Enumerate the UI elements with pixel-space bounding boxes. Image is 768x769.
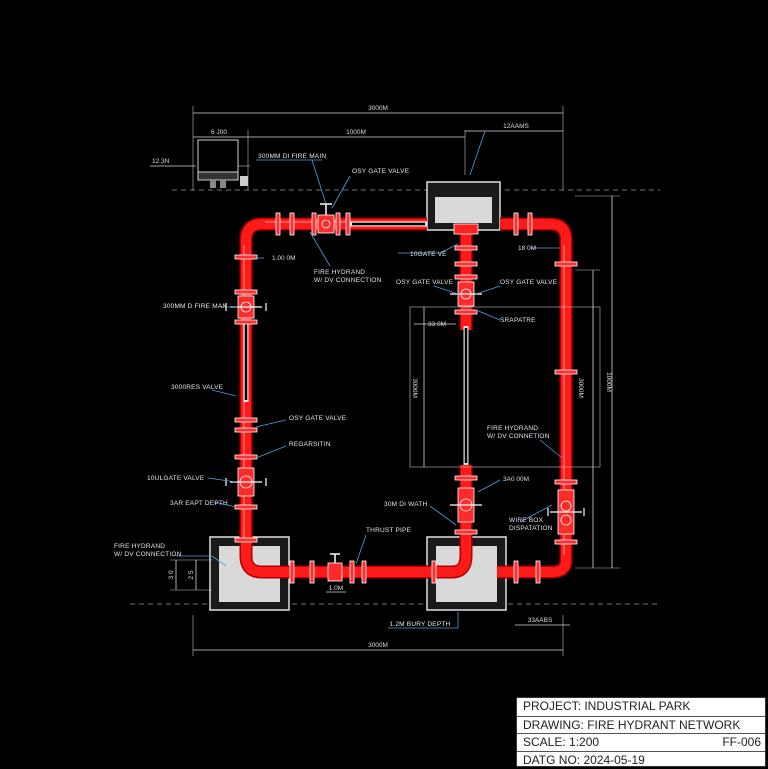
dim-vert-mid-label: 3000M (411, 378, 418, 398)
dim-18-label: 18 0M (518, 245, 536, 252)
gate-valve-low-label: 10ULGATE VALVE (147, 475, 205, 482)
dim-100-label: 1.00 0M (272, 255, 296, 262)
dim-ls2-label: 2 5 (188, 570, 195, 579)
hydrant-top-label-2: W/ DV CONNECTION (314, 277, 382, 284)
tee-valve-label: 3000RES VALVE (171, 384, 224, 391)
bury-depth-label: 1.2M BURY DEPTH (390, 621, 451, 628)
gate-valve-mid-label: OSY GATE VALVE (396, 279, 454, 286)
dimension-left-side: 12 3N (150, 158, 196, 167)
dim-33-label: 33 0M (428, 321, 446, 328)
title-block-scale-row: SCALE: 1:200 FF-006 (517, 733, 765, 751)
dimension-left-lower (170, 559, 212, 591)
title-block-scale: SCALE: 1:200 (523, 735, 600, 749)
dim-vert-right-label: 3000M (577, 378, 584, 398)
dimension-overall-top: 3000M (192, 105, 564, 190)
flanges-top (275, 212, 533, 236)
dim-340-label: 3A0 00M (503, 476, 529, 483)
dimension-right-top: 12AAMS (465, 123, 563, 132)
fire-hydrant-right-label-2: W/ DV CONNETION (487, 433, 550, 440)
thrust-pipe-label: THRUST PIPE (366, 527, 412, 534)
dimension-right-group (409, 195, 620, 569)
fire-main-left-label: 300MM D FIRE MAN (163, 303, 227, 310)
title-block-code: FF-006 (722, 735, 761, 749)
hydrant-left-label-1: FIRE HYDRAND (114, 543, 165, 550)
gate-valve-left-lower (225, 467, 267, 497)
srapatre-label: SRAPATRE (500, 317, 536, 324)
dimension-left-top: 6 J00 (193, 129, 248, 138)
flanges-left (234, 254, 258, 543)
flanges-bottom (289, 560, 541, 584)
leader-lines (176, 130, 563, 567)
fire-hydrant-right-label-1: FIRE HYDRAND (487, 425, 538, 432)
flanges-right (554, 261, 578, 545)
hydrant-top-label-1: FIRE HYDRAND (314, 269, 365, 276)
hydrant-left-label-2: W/ DV CONNECTION (114, 551, 182, 558)
dim-inner-top-label: 1000M (346, 129, 366, 136)
title-block-project: PROJECT: INDUSTRIAL PARK (523, 699, 691, 713)
title-block: PROJECT: INDUSTRIAL PARK DRAWING: FIRE H… (516, 697, 766, 767)
dim-left-top-label: 6 J00 (211, 129, 227, 136)
dim-3aabs-label: 33AABS (528, 617, 553, 624)
tee-fitting-top (453, 223, 479, 235)
gate-valve-right-label: OSY GATE VALVE (500, 279, 558, 286)
wire-label-1: WIRE BOX (509, 517, 544, 524)
main-top-label: 300MM DI FIRE MAIN (258, 153, 326, 160)
valve-chamber-top-left (197, 139, 250, 188)
dim-ls1-label: 3 0 (168, 570, 175, 579)
regulator-label: REGARSITIN (289, 441, 331, 448)
title-block-drawing: DRAWING: FIRE HYDRANT NETWORK (517, 715, 765, 734)
ductile-label: 30M DI WATH (384, 501, 427, 508)
dim-overall-top-label: 3000M (368, 105, 388, 112)
dim-vert-far-label: 1000M (605, 372, 612, 392)
dim-left-side-label: 12 3N (152, 158, 170, 165)
dimension-bottom (192, 591, 570, 656)
dim-100b-label: 1.0M (329, 585, 343, 592)
gate-valve-center-lower (450, 487, 482, 523)
dim-right-top-label: 12AAMS (503, 123, 529, 130)
gate-valve-top (317, 203, 335, 234)
flanges-center (454, 245, 478, 535)
fire-hydrant-right (547, 489, 585, 535)
exp-depth-label: 3AR EAPT DEPTH (170, 500, 228, 507)
gate-valve-top-label: OSY GATE VALVE (352, 168, 410, 175)
gate-valve-left-label: OSY GATE VALVE (289, 415, 347, 422)
gate-valve-top-center-label: 10GATE VE (410, 251, 447, 258)
thrust-block-top (426, 181, 501, 231)
title-block-date: DATG NO: 2024-05-19 (517, 750, 765, 769)
wire-label-2: DISPATATION (509, 525, 553, 532)
dim-bottom-label: 3000M (368, 642, 388, 649)
gate-valve-bottom (327, 553, 343, 582)
